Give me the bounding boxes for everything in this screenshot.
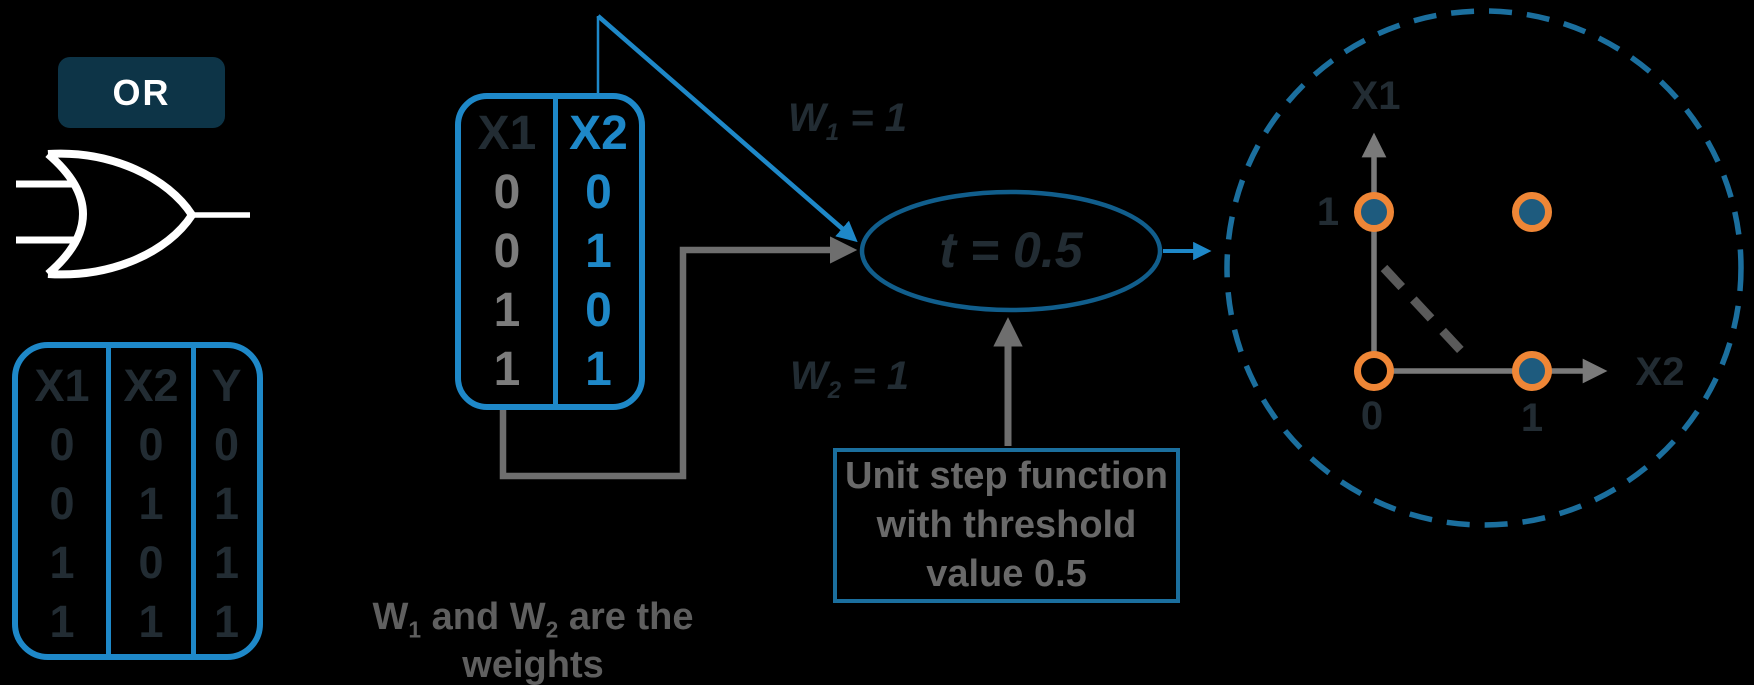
or-gate-top-arc xyxy=(47,149,196,218)
x1-axis-label: X1 xyxy=(1351,74,1401,118)
table-cell: 0 xyxy=(138,419,164,470)
note-part: and W xyxy=(421,596,546,638)
plot-point-x2-1-x1-0 xyxy=(1512,351,1552,391)
column-header: Y xyxy=(211,360,242,411)
table-cell: 0 xyxy=(138,537,164,588)
table-cell: 1 xyxy=(49,537,75,588)
w1-value: = 1 xyxy=(839,96,907,140)
table-cell: 0 xyxy=(585,166,612,219)
origin-tick-label-0: 0 xyxy=(1360,394,1384,438)
w1-subscript: 1 xyxy=(825,119,840,146)
table-cell: 0 xyxy=(49,419,75,470)
or-label-badge: OR xyxy=(58,57,225,128)
w1-input-arrow xyxy=(596,14,858,243)
truth-table-column-x2: X2 0 1 0 1 xyxy=(106,348,191,654)
note-part: are the weights xyxy=(462,596,694,685)
w2-subscript: 2 xyxy=(827,377,842,404)
weight-w1-label: W1 = 1 xyxy=(788,96,907,147)
weight-w2-label: W2 = 1 xyxy=(790,354,909,405)
step-box-line: Unit step function xyxy=(845,455,1168,497)
table-cell: 0 xyxy=(49,478,75,529)
plot-point-x2-0-x1-1 xyxy=(1354,192,1394,232)
table-cell: 0 xyxy=(493,166,521,219)
weights-note: W1 and W2 are the weights xyxy=(300,596,766,685)
truth-table-column-x1: X1 0 0 1 1 xyxy=(18,348,106,654)
table-cell: 1 xyxy=(585,225,612,278)
input-table-column-x2: X2 0 1 0 1 xyxy=(553,99,639,404)
truth-table-column-y: Y 0 1 1 1 xyxy=(191,348,257,654)
table-cell: 1 xyxy=(138,478,164,529)
threshold-label: t = 0.5 xyxy=(939,222,1083,278)
note-subscript: 2 xyxy=(545,616,559,643)
note-subscript: 1 xyxy=(408,616,422,643)
w2-symbol: W xyxy=(790,354,828,398)
or-gate-back-arc xyxy=(45,150,87,278)
x2-tick-label-1: 1 xyxy=(1520,396,1544,440)
column-header: X2 xyxy=(123,360,179,411)
table-cell: 1 xyxy=(493,284,521,337)
plot-point-x2-1-x1-1 xyxy=(1512,192,1552,232)
unit-step-function-box: Unit step function with threshold value … xyxy=(833,448,1180,603)
step-box-line: with threshold xyxy=(876,504,1137,546)
x1-tick-label-1: 1 xyxy=(1316,190,1340,234)
table-cell: 1 xyxy=(493,343,521,396)
step-box-line: value 0.5 xyxy=(926,553,1087,595)
w1-symbol: W xyxy=(788,96,826,140)
plot-point-x2-0-x1-0 xyxy=(1354,351,1394,391)
or-gate-bottom-arc xyxy=(47,212,196,279)
table-cell: 1 xyxy=(585,343,612,396)
w2-input-elbow-arrow xyxy=(499,236,858,480)
table-cell: 1 xyxy=(213,596,240,647)
table-cell: 1 xyxy=(213,537,240,588)
dashed-plot-circle xyxy=(1224,8,1744,528)
plot-points-group xyxy=(1354,192,1552,391)
table-cell: 1 xyxy=(213,478,240,529)
table-cell: 1 xyxy=(49,596,75,647)
table-cell: 0 xyxy=(493,225,521,278)
decision-boundary-dashed-line xyxy=(1380,264,1470,360)
x2-axis-label: X2 xyxy=(1635,350,1685,394)
column-header: X1 xyxy=(477,107,537,160)
note-part: W xyxy=(372,596,409,638)
input-table-column-x1: X1 0 0 1 1 xyxy=(461,99,553,404)
or-truth-table: X1 0 0 1 1 X2 0 1 0 1 Y 0 1 1 1 xyxy=(12,342,263,660)
w2-value: = 1 xyxy=(841,354,909,398)
table-cell: 0 xyxy=(213,419,240,470)
table-cell: 1 xyxy=(138,596,164,647)
table-cell: 0 xyxy=(585,284,612,337)
perceptron-input-table: X1 0 0 1 1 X2 0 1 0 1 xyxy=(455,93,645,410)
neuron-threshold-ellipse xyxy=(859,189,1163,313)
or-gate-icon xyxy=(16,149,250,279)
column-header: X2 xyxy=(569,107,628,160)
column-header: X1 xyxy=(34,360,90,411)
